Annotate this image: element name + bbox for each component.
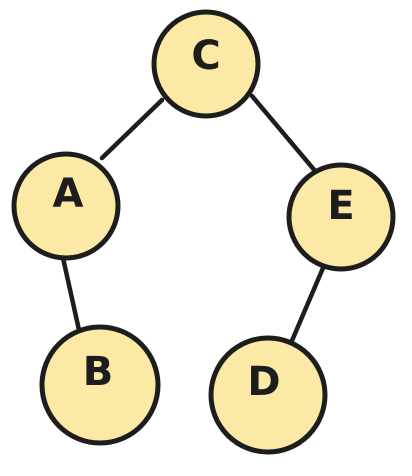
node-e-circle	[286, 162, 396, 272]
node-b: B	[39, 324, 161, 446]
node-c: C	[151, 9, 261, 119]
edge-e-d	[285, 265, 326, 353]
node-c-label: C	[191, 33, 220, 79]
node-a: A	[11, 151, 121, 261]
node-d: D	[208, 335, 328, 455]
node-b-circle	[39, 324, 161, 446]
edge-c-e	[249, 93, 319, 175]
node-a-circle	[11, 151, 121, 261]
node-e: E	[286, 162, 396, 272]
edge-a-b	[60, 255, 82, 333]
node-e-label: E	[327, 183, 354, 229]
node-b-label: B	[83, 349, 114, 395]
edge-c-a	[99, 97, 165, 161]
node-a-label: A	[53, 171, 84, 217]
node-c-circle	[151, 9, 261, 119]
node-d-label: D	[247, 359, 280, 405]
node-d-circle	[208, 335, 328, 455]
